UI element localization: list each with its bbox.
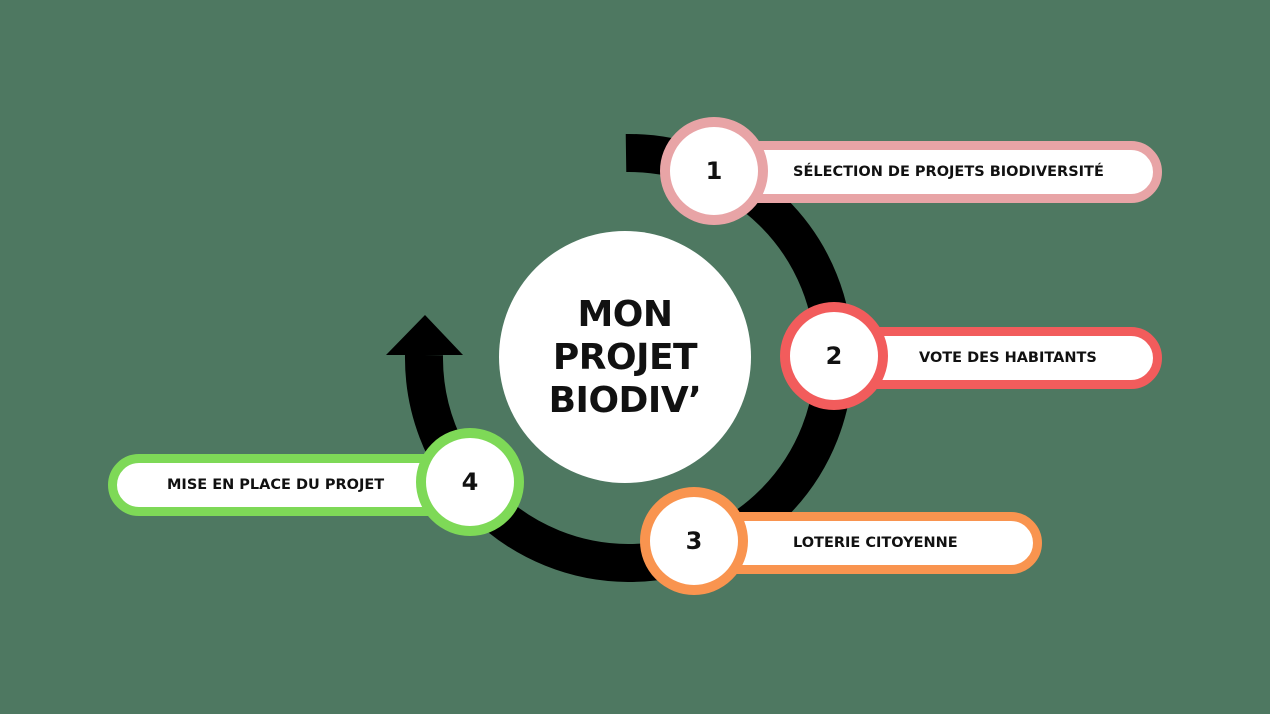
step-2-label: VOTE DES HABITANTS <box>919 350 1097 366</box>
step-1-badge: 1 <box>660 117 768 225</box>
cycle-arrowhead <box>386 315 463 355</box>
title-line-1: MON <box>577 293 673 335</box>
step-3-badge: 3 <box>640 487 748 595</box>
title-line-2: PROJET <box>552 336 698 378</box>
center-title: MON PROJET BIODIV’ <box>549 293 702 422</box>
step-1-label: SÉLECTION DE PROJETS BIODIVERSITÉ <box>793 164 1104 180</box>
step-1-pill: SÉLECTION DE PROJETS BIODIVERSITÉ <box>704 141 1162 203</box>
step-2-number: 2 <box>825 342 843 370</box>
step-4-label: MISE EN PLACE DU PROJET <box>167 477 385 493</box>
step-3-label: LOTERIE CITOYENNE <box>793 535 958 551</box>
step-1-number: 1 <box>705 157 723 185</box>
step-3-number: 3 <box>685 527 703 555</box>
title-line-3: BIODIV’ <box>548 379 702 421</box>
step-2-badge: 2 <box>780 302 888 410</box>
center-circle: MON PROJET BIODIV’ <box>499 231 751 483</box>
step-4-number: 4 <box>461 468 479 496</box>
step-4-badge: 4 <box>416 428 524 536</box>
